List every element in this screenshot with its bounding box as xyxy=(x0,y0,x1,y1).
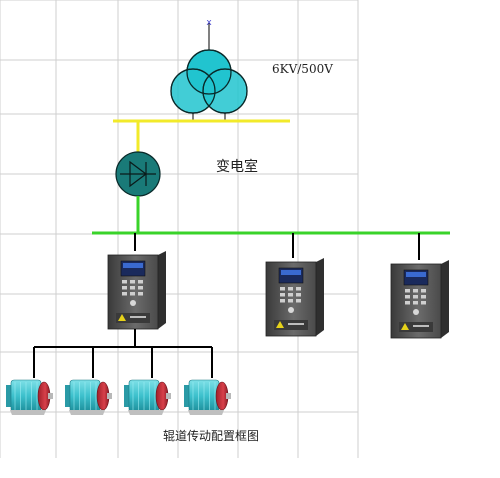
drive-keypad-key xyxy=(413,289,418,293)
drive-keypad-key xyxy=(138,280,143,284)
substation-label: 变电室 xyxy=(216,159,258,175)
motor-shaft xyxy=(48,393,53,399)
drive-display-readout xyxy=(281,270,301,275)
drive-keypad-key xyxy=(296,293,301,297)
motor-base xyxy=(128,410,164,415)
drive-keypad-key xyxy=(130,280,135,284)
drive-keypad-key xyxy=(296,299,301,303)
transformer-rating-label: 6KV/500V xyxy=(272,62,333,76)
drive-keypad-key xyxy=(280,287,285,291)
motor-shaft-end xyxy=(65,385,71,407)
drive-keypad-key xyxy=(413,295,418,299)
motor-1 xyxy=(6,379,53,415)
drive-display-readout xyxy=(123,263,143,268)
vfd-drive-2 xyxy=(265,258,324,337)
warning-icon xyxy=(118,314,126,321)
diagram-caption: 辊道传动配置框图 xyxy=(163,429,260,443)
drive-keypad-key xyxy=(421,301,426,305)
drive-knob xyxy=(413,309,419,315)
motor-shaft xyxy=(226,393,231,399)
drive-label-stripe xyxy=(130,316,146,318)
drive-side-panel xyxy=(158,251,166,329)
diode-triangle xyxy=(129,160,147,188)
transformer-input-mark: x xyxy=(206,18,212,28)
motor-shaft-end xyxy=(184,385,190,407)
drive-keypad-key xyxy=(296,287,301,291)
drive-label-stripe xyxy=(288,323,304,325)
warning-icon xyxy=(401,323,409,330)
drive-knob xyxy=(288,307,294,313)
warning-icon xyxy=(276,321,284,328)
motor-shaft-end xyxy=(124,385,130,407)
drive-keypad-key xyxy=(138,286,143,290)
drive-keypad-key xyxy=(405,289,410,293)
drive-keypad-key xyxy=(122,280,127,284)
drive-keypad-key xyxy=(122,286,127,290)
motor-shaft xyxy=(107,393,112,399)
drive-keypad-key xyxy=(405,295,410,299)
drive-display-readout xyxy=(406,272,426,277)
drive-keypad-key xyxy=(130,292,135,296)
vfd-drive-1 xyxy=(107,251,166,330)
motor-base xyxy=(188,410,224,415)
drive-keypad-key xyxy=(138,292,143,296)
drive-keypad-key xyxy=(421,289,426,293)
drive-side-panel xyxy=(441,260,449,338)
drive-keypad-key xyxy=(421,295,426,299)
motor-shaft xyxy=(166,393,171,399)
drive-keypad-key xyxy=(405,301,410,305)
drive-keypad-key xyxy=(130,286,135,290)
drive-keypad-key xyxy=(280,299,285,303)
rectifier-symbol xyxy=(115,151,161,197)
vfd-drive-3 xyxy=(390,260,449,339)
drive-keypad-key xyxy=(280,293,285,297)
drive-keypad-key xyxy=(288,299,293,303)
drive-keypad-key xyxy=(288,293,293,297)
motor-4 xyxy=(184,379,231,415)
motor-shaft-end xyxy=(6,385,12,407)
transformer-primary-outline xyxy=(186,49,232,95)
motor-3 xyxy=(124,379,171,415)
drive-label-stripe xyxy=(413,325,429,327)
drive-knob xyxy=(130,300,136,306)
motor-base xyxy=(69,410,105,415)
drive-side-panel xyxy=(316,258,324,336)
motor-group xyxy=(6,347,231,415)
motor-base xyxy=(10,410,46,415)
drive-keypad-key xyxy=(288,287,293,291)
motor-2 xyxy=(65,379,112,415)
transformer-symbol: x xyxy=(170,18,248,121)
drive-keypad-key xyxy=(122,292,127,296)
drive-units xyxy=(107,251,449,339)
drive-keypad-key xyxy=(413,301,418,305)
